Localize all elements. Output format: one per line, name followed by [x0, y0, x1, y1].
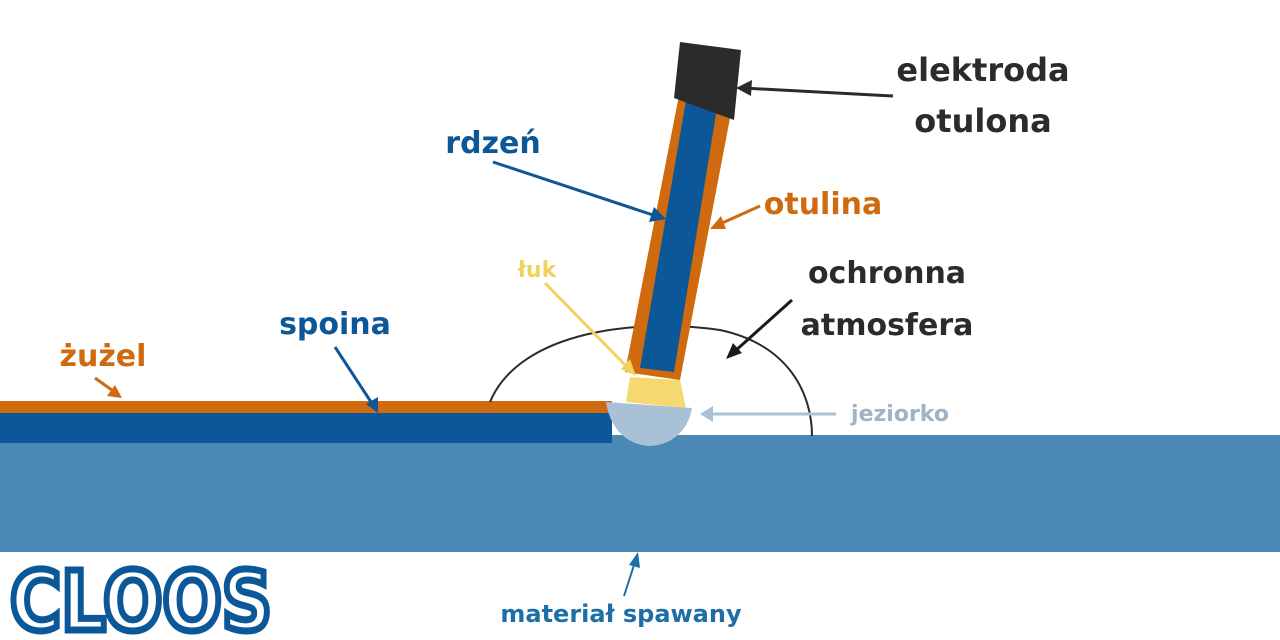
label-base-material: materiał spawany — [500, 600, 742, 628]
label-core: rdzeń — [445, 126, 540, 161]
shielding-atmosphere-outline — [489, 324, 813, 437]
label-shielding-atmosphere: atmosfera — [801, 308, 974, 343]
base-material — [0, 435, 1280, 552]
weld-bead — [0, 413, 612, 443]
arrow-icon — [543, 281, 636, 376]
label-slag: żużel — [60, 339, 147, 374]
arrow-icon — [94, 376, 122, 398]
label-electrode: elektroda — [896, 51, 1069, 89]
arrow-icon — [710, 204, 761, 229]
electrode-holder — [674, 42, 741, 120]
slag-layer — [0, 401, 612, 413]
label-coating: otulina — [764, 187, 882, 222]
electrode-core — [640, 100, 718, 372]
brand-logo: CLOOS — [10, 555, 272, 640]
arrow-icon — [623, 552, 640, 597]
arrow-icon — [736, 80, 894, 98]
label-shielding-atmosphere: ochronna — [808, 256, 966, 291]
arrow-icon — [492, 160, 666, 222]
label-weld-pool: jeziorko — [850, 402, 949, 427]
label-weld: spoina — [279, 307, 391, 342]
arrow-icon — [726, 298, 794, 359]
arrow-icon — [333, 346, 378, 413]
label-electrode: otulona — [914, 102, 1051, 140]
weld-pool — [606, 402, 692, 446]
label-arc: łuk — [517, 258, 558, 283]
arc — [626, 377, 686, 408]
arrow-icon — [700, 406, 836, 422]
